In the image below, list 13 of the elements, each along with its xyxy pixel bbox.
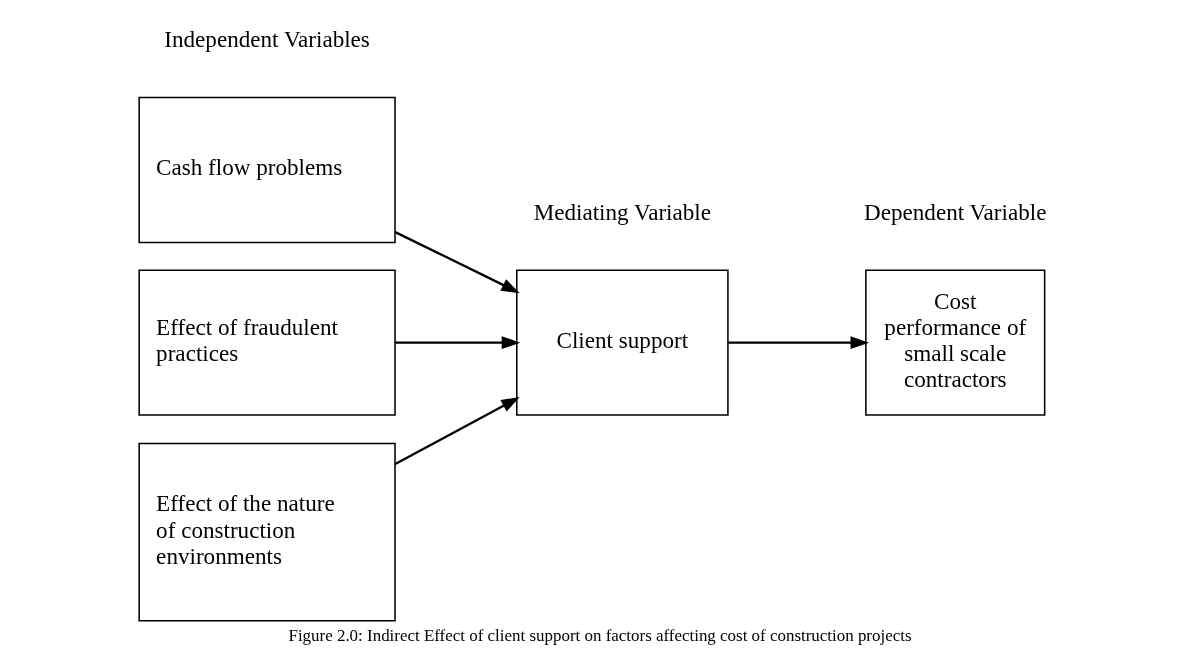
node-box: Effect of fraudulent practices (138, 269, 396, 416)
node-box: Effect of the nature of construction environments (138, 442, 396, 622)
label: Dependent Variable (864, 199, 1047, 226)
arrow (394, 397, 520, 466)
arrow (728, 336, 870, 350)
node-box: Client support (516, 269, 729, 416)
caption: Figure 2.0: Indirect Effect of client support on factors affecting cost of construction projects (288, 625, 912, 645)
arrow (394, 231, 520, 294)
arrow (395, 336, 521, 350)
label: Mediating Variable (533, 199, 712, 226)
node-box: Cash flow problems (138, 96, 396, 244)
label: Independent Variables (164, 26, 370, 53)
node-box: Cost performance of small scale contractors (865, 269, 1046, 416)
